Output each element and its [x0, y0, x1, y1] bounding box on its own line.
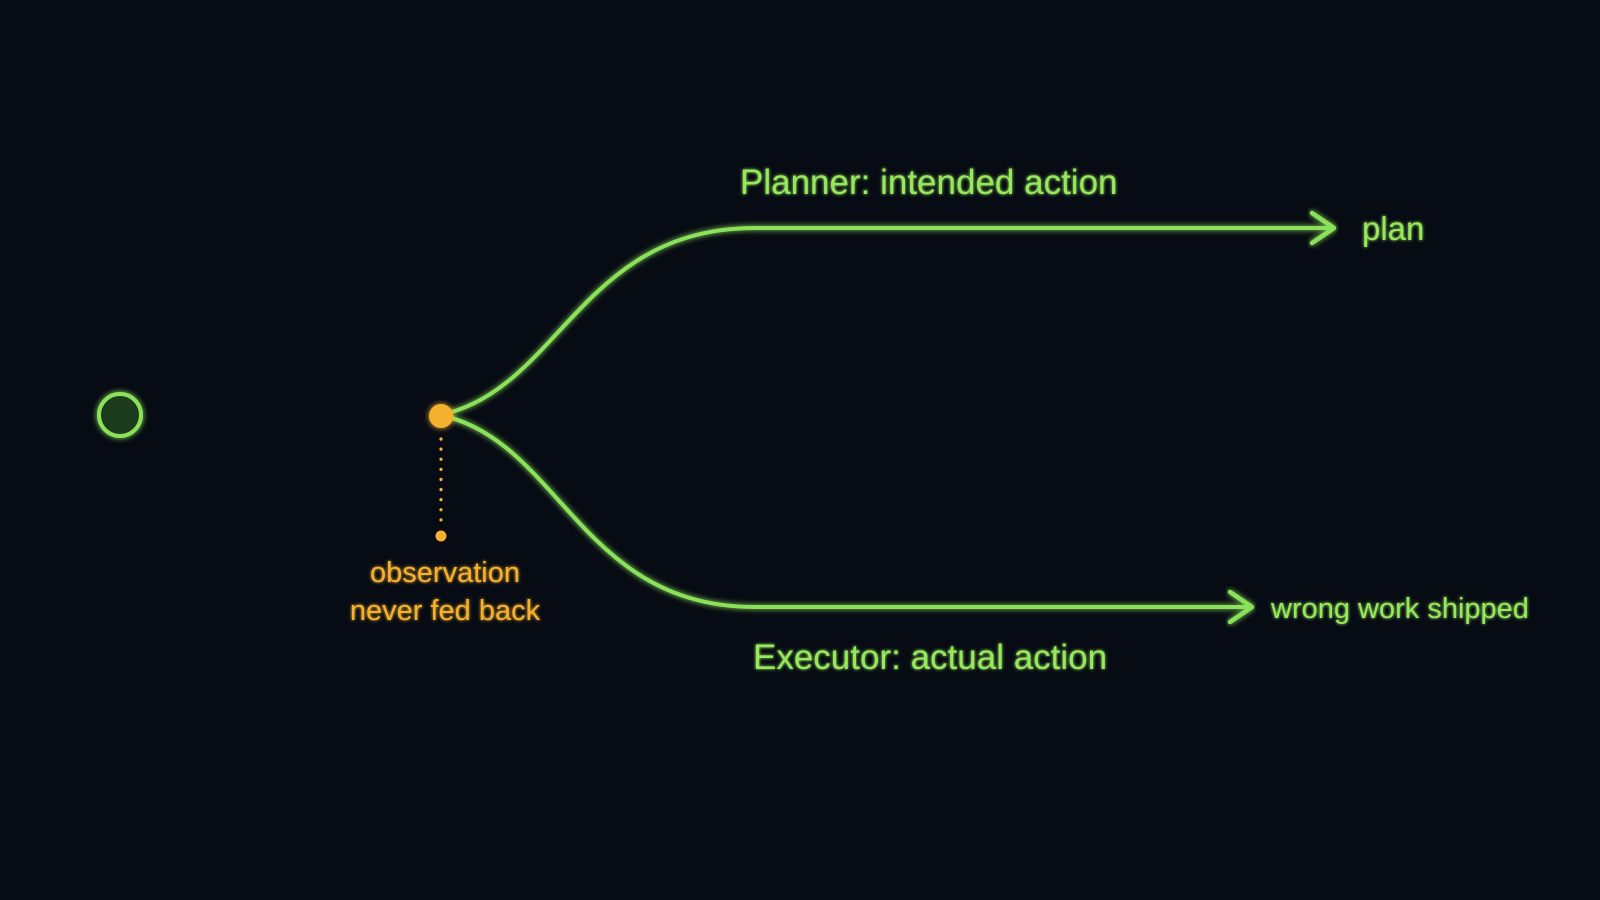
executor-arrowhead-icon — [1227, 589, 1255, 625]
split-node-icon — [429, 404, 453, 428]
executor-branch-line — [438, 413, 1250, 609]
plan-arrowhead-icon — [1309, 210, 1337, 246]
planner-label: Planner: intended action — [740, 163, 1118, 202]
planner-branch-line — [438, 226, 1332, 417]
observation-endpoint-dot-icon — [435, 530, 447, 542]
plan-end-label: plan — [1362, 210, 1424, 247]
executor-label: Executor: actual action — [753, 638, 1107, 677]
executor-end-label: wrong work shipped — [1270, 593, 1529, 625]
observation-label-line-2: never fed back — [350, 595, 541, 627]
observation-label-line-1: observation — [370, 557, 520, 589]
start-node-icon — [97, 392, 143, 438]
